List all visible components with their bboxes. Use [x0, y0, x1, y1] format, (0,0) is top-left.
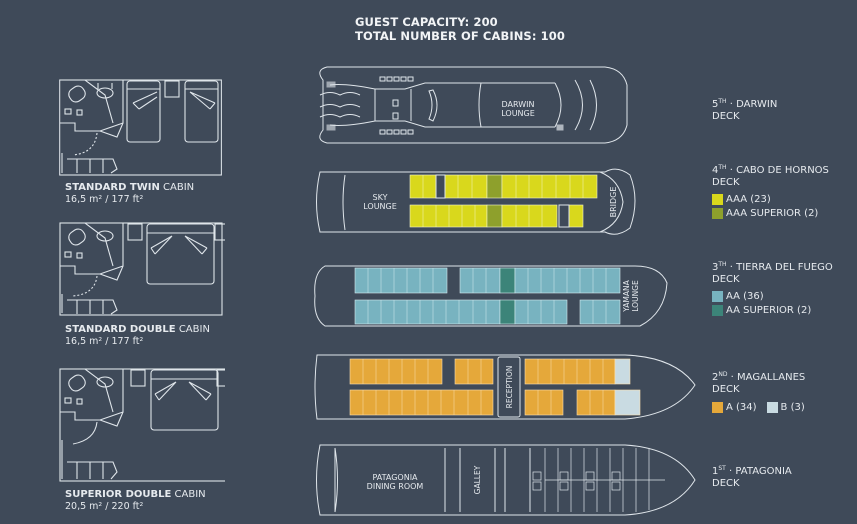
legend-aa-superior: AA SUPERIOR (2) — [712, 304, 811, 317]
deck-word: DECK — [712, 111, 740, 122]
deck-ordinal: 3 — [712, 262, 719, 273]
legend-label: AA (36) — [726, 291, 764, 302]
svg-text:YAMANA: YAMANA — [622, 279, 631, 312]
total-cabins: TOTAL NUMBER OF CABINS: 100 — [355, 29, 565, 43]
aaa-superior-swatch — [712, 208, 723, 219]
deck-name: PATAGONIA — [735, 466, 792, 477]
room-label-lounge: LOUNGE — [501, 109, 535, 118]
deck-word: DECK — [712, 384, 740, 395]
legend-label: AAA SUPERIOR (2) — [726, 208, 819, 219]
deck-4-label: 4TH · CABO DE HORNOS DECK — [712, 164, 829, 188]
cabin-suffix: CABIN — [163, 182, 195, 193]
svg-text:LOUNGE: LOUNGE — [363, 202, 397, 211]
cabin-size: 16,5 m² / 177 ft² — [65, 336, 144, 347]
deck-ordinal-suffix: TH — [718, 98, 727, 105]
deck-word: DECK — [712, 274, 740, 285]
superior-double-caption: SUPERIOR DOUBLE CABIN 20,5 m² / 220 ft² — [65, 489, 206, 513]
svg-text:GALLEY: GALLEY — [473, 465, 482, 494]
deck-name: DARWIN — [736, 99, 778, 110]
standard-double-cabin-plan — [59, 222, 225, 316]
deck-1-label: 1ST · PATAGONIA DECK — [712, 465, 792, 489]
deck-2-magallanes-plan[interactable]: RECEPTION — [305, 347, 700, 427]
standard-twin-caption: STANDARD TWIN CABIN 16,5 m² / 177 ft² — [65, 182, 194, 206]
cabin-type: STANDARD TWIN — [65, 182, 160, 193]
deck-2-label: 2ND · MAGALLANES DECK — [712, 371, 806, 395]
deck-ordinal-suffix: ST — [718, 465, 726, 472]
deck-ordinal-suffix: TH — [718, 261, 727, 268]
deck-word: DECK — [712, 177, 740, 188]
cabin-size: 16,5 m² / 177 ft² — [65, 194, 144, 205]
legend-a: A (34) — [712, 401, 757, 414]
deck-5-label: 5TH · DARWIN DECK — [712, 98, 778, 122]
legend-label: A (34) — [726, 402, 757, 413]
aa-superior-swatch — [712, 305, 723, 316]
deck-ordinal: 4 — [712, 165, 719, 176]
legend-label: AA SUPERIOR (2) — [726, 305, 812, 316]
aaa-swatch — [712, 194, 723, 205]
deck-5-darwin-plan[interactable]: DARWIN LOUNGE — [305, 55, 635, 155]
deck-4-legend: AAA (23) AAA SUPERIOR (2) — [712, 193, 818, 220]
svg-text:PATAGONIA: PATAGONIA — [372, 473, 418, 482]
guest-capacity: GUEST CAPACITY: 200 — [355, 15, 498, 29]
b-swatch — [766, 402, 778, 413]
a-swatch — [712, 402, 723, 413]
deck-ordinal: 5 — [712, 99, 719, 110]
deck-3-legend: AA (36) AA SUPERIOR (2) — [712, 290, 811, 317]
deck-2-legend: A (34) B (3) — [712, 401, 805, 414]
legend-aa: AA (36) — [712, 290, 811, 303]
deck-ordinal: 2 — [712, 372, 719, 383]
deck-1-patagonia-plan[interactable]: PATAGONIA DINING ROOM GALLEY — [305, 440, 700, 520]
legend-aaa-superior: AAA SUPERIOR (2) — [712, 207, 818, 220]
standard-double-caption: STANDARD DOUBLE CABIN 16,5 m² / 177 ft² — [65, 324, 210, 348]
deck-word: DECK — [712, 478, 740, 489]
deck-4-cabo-de-hornos-plan[interactable]: SKY LOUNGE BRIDGE — [305, 160, 645, 245]
svg-text:LOUNGE: LOUNGE — [631, 280, 640, 312]
superior-double-cabin-plan — [59, 368, 225, 482]
legend-b: B (3) — [766, 401, 805, 414]
deck-name: MAGALLANES — [737, 372, 806, 383]
cabin-type: STANDARD DOUBLE — [65, 324, 176, 335]
deck-name: TIERRA DEL FUEGO — [736, 262, 833, 273]
cabin-size: 20,5 m² / 220 ft² — [65, 501, 144, 512]
deck-ordinal-suffix: ND — [718, 371, 728, 378]
deck-ordinal: 1 — [712, 466, 719, 477]
cabin-suffix: CABIN — [178, 324, 210, 335]
svg-text:SKY: SKY — [373, 193, 388, 202]
legend-label: AAA (23) — [726, 194, 771, 205]
svg-text:RECEPTION: RECEPTION — [505, 366, 514, 409]
aa-swatch — [712, 291, 723, 302]
cabin-suffix: CABIN — [174, 489, 206, 500]
deck-ordinal-suffix: TH — [718, 164, 727, 171]
svg-text:DINING ROOM: DINING ROOM — [367, 482, 424, 491]
legend-label: B (3) — [780, 402, 805, 413]
deck-name: CABO DE HORNOS — [736, 165, 829, 176]
deck-3-tierra-del-fuego-plan[interactable]: YAMANA LOUNGE — [305, 258, 675, 333]
deck-3-label: 3TH · TIERRA DEL FUEGO DECK — [712, 261, 833, 285]
svg-text:BRIDGE: BRIDGE — [609, 187, 618, 218]
capacity-header: GUEST CAPACITY: 200 TOTAL NUMBER OF CABI… — [355, 15, 565, 43]
standard-twin-cabin-plan — [59, 79, 222, 176]
room-label-darwin: DARWIN — [502, 100, 535, 109]
legend-aaa: AAA (23) — [712, 193, 818, 206]
cabin-type: SUPERIOR DOUBLE — [65, 489, 172, 500]
